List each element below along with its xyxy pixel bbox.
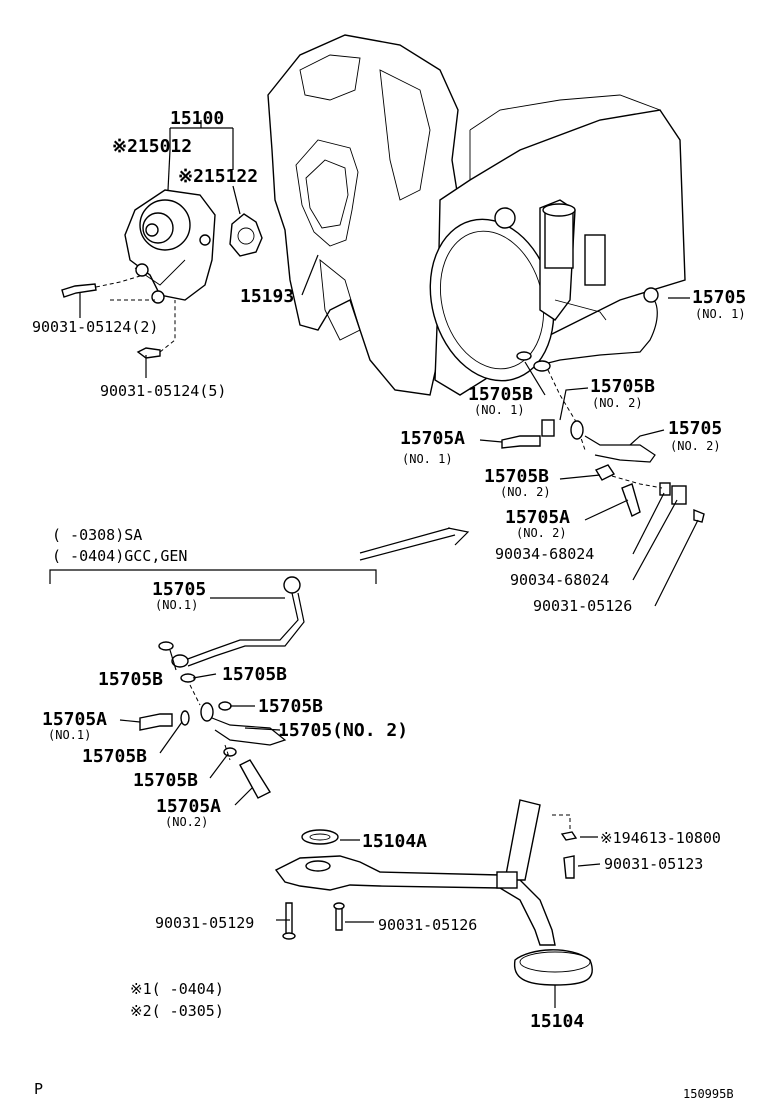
label-90031-05123: 90031-05123 (604, 855, 703, 873)
engine-block-drawing (429, 94, 686, 396)
condition-line-1: ( -0308)SA (52, 526, 142, 544)
variant-bracket (49, 527, 470, 584)
label-bolt-90031-05124-5: 90031-05124(5) (100, 382, 226, 400)
oil-pipe-assembly-top (501, 287, 705, 523)
label-15705b-no1-sub: (NO. 1) (474, 403, 525, 417)
label-15100: 15100 (170, 108, 224, 129)
label-15705a-no1: 15705A (400, 428, 465, 449)
label-alt-15705b-4: 15705B (82, 746, 147, 767)
water-pump-drawing (61, 189, 263, 359)
label-alt-15705b-2: 15705B (222, 664, 287, 685)
label-15705-top: 15705 (692, 287, 746, 308)
label-15705b-no2b-sub: (NO. 2) (500, 485, 551, 499)
label-15104: 15104 (530, 1011, 584, 1032)
label-15705b-no2a: 15705B (590, 376, 655, 397)
label-15705b-no2b: 15705B (484, 466, 549, 487)
note-1: ※1( -0404) (130, 980, 224, 998)
label-alt-15705a-1-sub: (NO.1) (48, 728, 91, 742)
label-bolt-90031-05124-2: 90031-05124(2) (32, 318, 158, 336)
callout-labels: 15100 ※215012 ※215122 15193 90031-05124(… (32, 108, 746, 1101)
footer-diagram-id: 150995B (683, 1087, 734, 1101)
label-90031-05126-right: 90031-05126 (533, 597, 632, 615)
footer-left: P (34, 1080, 43, 1098)
label-15705-no2-sub: (NO. 2) (670, 439, 721, 453)
label-15705-no2: 15705 (668, 418, 722, 439)
label-15705b-no2a-sub: (NO. 2) (592, 396, 643, 410)
label-215122: ※215122 (178, 166, 258, 187)
timing-cover-drawing (267, 34, 461, 396)
label-90034-68024-b: 90034-68024 (510, 571, 609, 589)
label-15705a-no1-sub: (NO. 1) (402, 452, 453, 466)
label-alt-15705-sub: (NO.1) (155, 598, 198, 612)
label-alt-15705a-2-sub: (NO.2) (165, 815, 208, 829)
label-alt-15705-no2: 15705(NO. 2) (278, 720, 408, 741)
oil-strainer-drawing (274, 799, 593, 986)
label-15705-top-sub: (NO. 1) (695, 307, 746, 321)
label-215012: ※215012 (112, 136, 192, 157)
label-alt-15705b-3: 15705B (258, 696, 323, 717)
label-15705a-no2: 15705A (505, 507, 570, 528)
oil-pipe-assembly-alt (139, 576, 305, 799)
label-alt-15705a-2: 15705A (156, 796, 221, 817)
label-alt-15705b-5: 15705B (133, 770, 198, 791)
label-15705b-no1: 15705B (468, 384, 533, 405)
label-alt-15705a-1: 15705A (42, 709, 107, 730)
label-alt-15705b-1: 15705B (98, 669, 163, 690)
note-2: ※2( -0305) (130, 1002, 224, 1020)
label-alt-15705: 15705 (152, 579, 206, 600)
label-90031-05126-bottom: 90031-05126 (378, 916, 477, 934)
label-90031-05129: 90031-05129 (155, 914, 254, 932)
label-194613-10800: ※194613-10800 (600, 829, 721, 847)
label-15193: 15193 (240, 286, 294, 307)
condition-line-2: ( -0404)GCC,GEN (52, 547, 187, 565)
label-90034-68024-a: 90034-68024 (495, 545, 594, 563)
leader-lines (79, 120, 699, 1008)
label-15104a: 15104A (362, 831, 427, 852)
label-15705a-no2-sub: (NO. 2) (516, 526, 567, 540)
